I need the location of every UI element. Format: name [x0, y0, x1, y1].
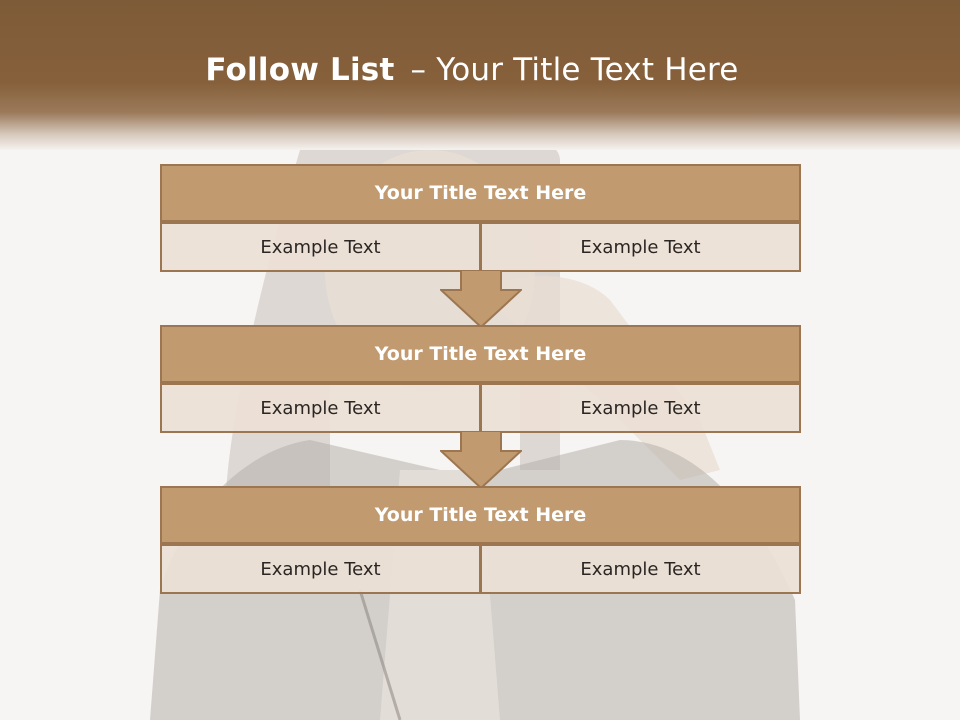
down-arrow-icon [440, 270, 522, 328]
header-band: Follow List–Your Title Text Here [0, 0, 960, 150]
block-title: Your Title Text Here [160, 486, 801, 544]
down-arrow-icon [440, 431, 522, 489]
block-title: Your Title Text Here [160, 164, 801, 222]
block-cell-left: Example Text [160, 544, 481, 594]
block-cell-right: Example Text [480, 544, 801, 594]
block-cell-right: Example Text [480, 383, 801, 433]
title-rest: Your Title Text Here [436, 52, 739, 88]
block-cell-right: Example Text [480, 222, 801, 272]
block-cell-left: Example Text [160, 383, 481, 433]
block-title: Your Title Text Here [160, 325, 801, 383]
title-bold: Follow List [205, 52, 395, 88]
title-separator: – [410, 52, 427, 88]
slide-title: Follow List–Your Title Text Here [0, 52, 944, 88]
block-cell-left: Example Text [160, 222, 481, 272]
